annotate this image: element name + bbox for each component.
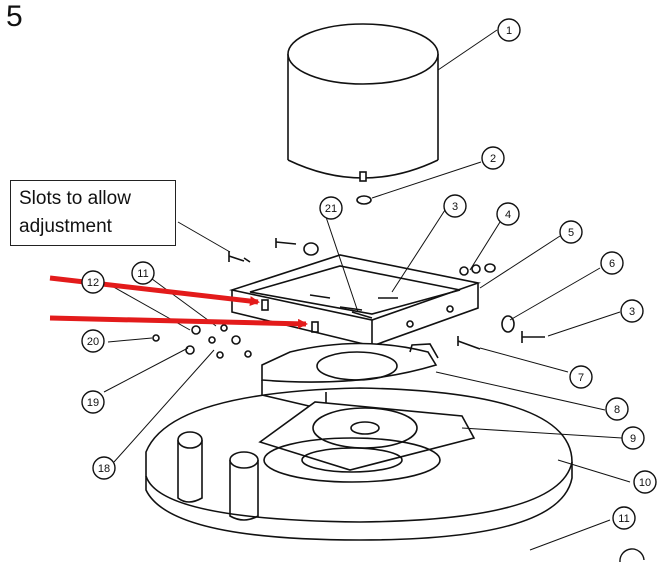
callout-label: 8	[614, 404, 620, 416]
part-callout: 8	[605, 397, 629, 421]
callout-label: 18	[98, 463, 110, 475]
part-callout: 9	[621, 426, 645, 450]
callout-label: 19	[87, 397, 99, 409]
part-callout: 20	[81, 329, 105, 353]
adjustment-callout-box: Slots to allow adjustment	[10, 180, 176, 246]
callout-label: 6	[609, 258, 615, 270]
callout-label: 10	[639, 477, 651, 489]
callout-label: 7	[578, 372, 584, 384]
callout-label: 2	[490, 153, 496, 165]
callout-label: 12	[87, 277, 99, 289]
arrow-slot-1	[49, 275, 260, 307]
callout-text-line2: adjustment	[19, 216, 112, 237]
mounting-bracket	[261, 342, 439, 412]
base-disc	[145, 387, 573, 541]
callout-text-line1: Slots to allow	[19, 188, 131, 209]
callout-label: 20	[87, 336, 99, 348]
callout-label: 11	[137, 268, 148, 280]
callout-label: 1	[506, 25, 512, 37]
part-callout: 4	[496, 202, 520, 226]
step-number: 5	[6, 0, 23, 33]
part-callout: 10	[633, 470, 657, 494]
part-callout: 18	[92, 456, 116, 480]
cylinder-cover	[287, 23, 439, 182]
square-frame	[228, 254, 482, 348]
callout-label: 21	[325, 203, 337, 215]
part-callout: 2	[481, 146, 505, 170]
part-callout: 3	[620, 299, 644, 323]
callout-label: 9	[630, 433, 636, 445]
part-callout: 5	[559, 220, 583, 244]
part-callout: 12	[81, 270, 105, 294]
part-callout: 1	[497, 18, 521, 42]
part-callout: 21	[319, 196, 343, 220]
callout-label: 3	[629, 306, 635, 318]
hardware-cluster	[152, 238, 545, 359]
callout-label: 5	[568, 227, 574, 239]
part-callout: 11	[131, 261, 155, 285]
partial-callout	[619, 548, 645, 562]
part-callout: 7	[569, 365, 593, 389]
part-callout: 19	[81, 390, 105, 414]
callout-label: 3	[452, 201, 458, 213]
base-plate	[258, 401, 476, 471]
callout-label: 4	[505, 209, 511, 221]
callout-label: 11	[618, 513, 629, 525]
arrow-slot-2	[49, 315, 308, 329]
washer-2	[356, 195, 372, 205]
part-callout: 3	[443, 194, 467, 218]
part-callout: 6	[600, 251, 624, 275]
part-callout: 11	[612, 506, 636, 530]
